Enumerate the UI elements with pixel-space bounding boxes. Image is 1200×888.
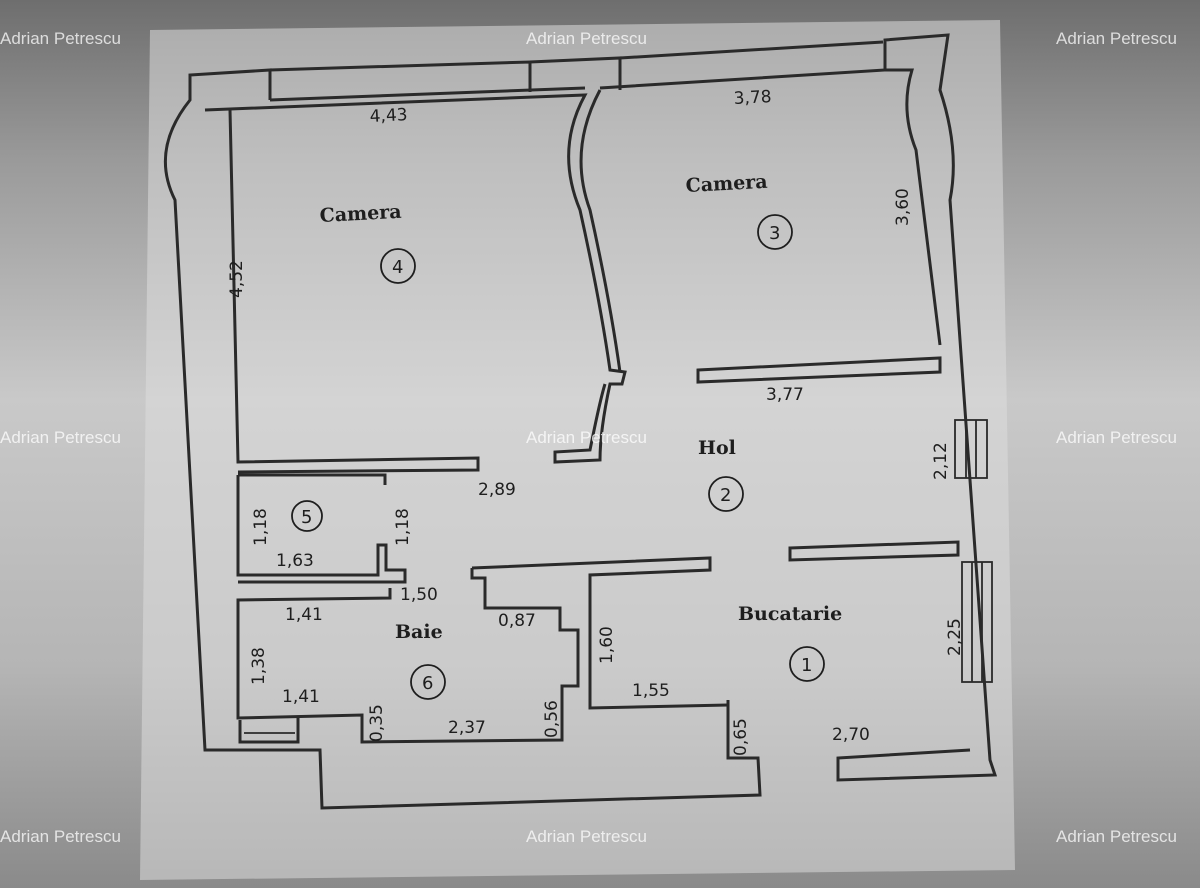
dimension-1-60: 1,60 xyxy=(597,626,617,664)
room-number-4: 4 xyxy=(392,257,403,278)
room-label-bucatarie: Bucatarie xyxy=(738,603,842,625)
dimension-0-35: 0,35 xyxy=(367,704,387,742)
dimension-1-50: 1,50 xyxy=(400,585,438,605)
watermark-top-center: Adrian Petrescu xyxy=(526,29,647,48)
room-number-2: 2 xyxy=(720,485,731,506)
watermark-bottom-left: Adrian Petrescu xyxy=(0,827,121,846)
dimension-1-38: 1,38 xyxy=(249,647,269,685)
dimension-4-43: 4,43 xyxy=(369,105,408,127)
room-label-camera4: Camera xyxy=(319,201,402,227)
dimension-1-41-bottom: 1,41 xyxy=(282,687,320,707)
watermark-middle-right: Adrian Petrescu xyxy=(1056,428,1177,447)
room-number-6: 6 xyxy=(422,673,433,694)
room-number-circle-2 xyxy=(708,476,744,512)
room-label-hol: Hol xyxy=(698,437,736,459)
dimension-2-89: 2,89 xyxy=(478,480,516,500)
room-number-1: 1 xyxy=(801,655,812,676)
watermark-middle-center: Adrian Petrescu xyxy=(526,428,647,447)
dimension-2-12: 2,12 xyxy=(931,442,951,480)
watermark-top-right: Adrian Petrescu xyxy=(1056,29,1177,48)
watermark-bottom-center: Adrian Petrescu xyxy=(526,827,647,846)
dimension-0-65: 0,65 xyxy=(731,718,751,756)
dimension-1-18-right: 1,18 xyxy=(393,508,413,546)
watermark-top-left: Adrian Petrescu xyxy=(0,29,121,48)
dimension-0-56: 0,56 xyxy=(542,700,562,738)
room-number-circle-1 xyxy=(789,646,825,682)
room-label-baie: Baie xyxy=(395,621,443,643)
dimension-1-41-top: 1,41 xyxy=(285,605,323,625)
room-number-5: 5 xyxy=(301,507,312,528)
windows xyxy=(244,419,993,734)
dimension-3-77: 3,77 xyxy=(766,385,804,405)
dimension-2-25: 2,25 xyxy=(945,618,965,656)
watermark-bottom-right: Adrian Petrescu xyxy=(1056,827,1177,846)
dimension-0-87: 0,87 xyxy=(498,611,536,631)
dimension-3-60: 3,60 xyxy=(893,188,913,226)
room-label-camera3: Camera xyxy=(685,171,768,197)
room-number-circle-4 xyxy=(380,248,416,284)
room-number-3: 3 xyxy=(769,223,780,244)
room-number-circle-5 xyxy=(291,500,323,532)
watermarks: Adrian Petrescu Adrian Petrescu Adrian P… xyxy=(0,29,1177,846)
interior-walls xyxy=(204,89,960,744)
outer-walls xyxy=(163,33,998,810)
watermark-middle-left: Adrian Petrescu xyxy=(0,428,121,447)
dimension-3-78: 3,78 xyxy=(733,87,772,109)
room-number-circle-6 xyxy=(410,664,446,700)
dimension-4-52: 4,52 xyxy=(227,260,247,298)
dimension-1-63: 1,63 xyxy=(276,551,314,571)
room-number-circle-3 xyxy=(757,214,793,250)
dimension-2-37: 2,37 xyxy=(448,718,486,738)
dimension-1-18-left: 1,18 xyxy=(251,508,271,546)
dimension-2-70: 2,70 xyxy=(832,725,870,745)
dimension-1-55: 1,55 xyxy=(632,681,670,701)
